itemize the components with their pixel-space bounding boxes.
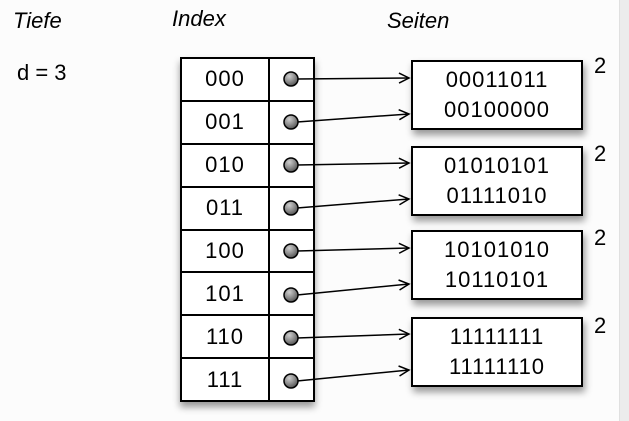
page-value: 10101010 xyxy=(444,237,550,263)
index-row: 001 xyxy=(182,99,313,143)
pages-column-header: Seiten xyxy=(387,8,450,33)
pointer-cell xyxy=(270,188,313,229)
index-key-cell: 110 xyxy=(182,316,270,358)
right-edge-strip xyxy=(619,0,629,421)
pointer-cell xyxy=(270,231,313,272)
pointer-cell xyxy=(270,102,313,143)
local-depth-badge: 2 xyxy=(594,141,607,166)
page-value: 01111010 xyxy=(446,182,548,208)
index-key-cell: 111 xyxy=(182,359,270,400)
pointer-cell xyxy=(270,316,313,357)
local-depth-badge: 2 xyxy=(594,53,607,78)
page-value: 10110101 xyxy=(444,266,550,292)
index-row: 110 xyxy=(182,314,313,358)
page-value: 01010101 xyxy=(444,153,550,179)
index-row: 011 xyxy=(182,185,313,229)
page-value: 00100000 xyxy=(444,96,550,122)
page-value: 00011011 xyxy=(445,67,549,93)
global-depth-value: d = 3 xyxy=(17,60,67,85)
page-box: 01010101 01111010 xyxy=(411,146,583,216)
page-box: 10101010 10110101 xyxy=(411,230,583,300)
pointer-cell xyxy=(270,359,313,400)
index-key-cell: 000 xyxy=(182,59,270,100)
index-row: 000 xyxy=(182,59,313,100)
page-value: 11111111 xyxy=(449,324,545,350)
page-value: 11111110 xyxy=(448,353,546,379)
index-row: 101 xyxy=(182,271,313,315)
index-key-cell: 010 xyxy=(182,144,270,186)
pointer-cell xyxy=(270,145,313,186)
index-key-cell: 001 xyxy=(182,101,270,143)
index-table: 000 001 010 011 100 101 110 111 xyxy=(180,57,315,402)
index-key-cell: 100 xyxy=(182,230,270,272)
index-row: 010 xyxy=(182,142,313,186)
index-row: 111 xyxy=(182,357,313,400)
index-key-cell: 011 xyxy=(182,187,270,229)
index-column-header: Index xyxy=(172,6,226,31)
index-row: 100 xyxy=(182,228,313,272)
index-key-cell: 101 xyxy=(182,273,270,315)
page-box: 00011011 00100000 xyxy=(411,60,583,130)
page-box: 11111111 11111110 xyxy=(411,317,583,387)
local-depth-badge: 2 xyxy=(594,225,607,250)
pointer-cell xyxy=(270,273,313,314)
pointer-cell xyxy=(270,59,313,100)
local-depth-badge: 2 xyxy=(594,313,607,338)
depth-column-header: Tiefe xyxy=(13,8,62,33)
